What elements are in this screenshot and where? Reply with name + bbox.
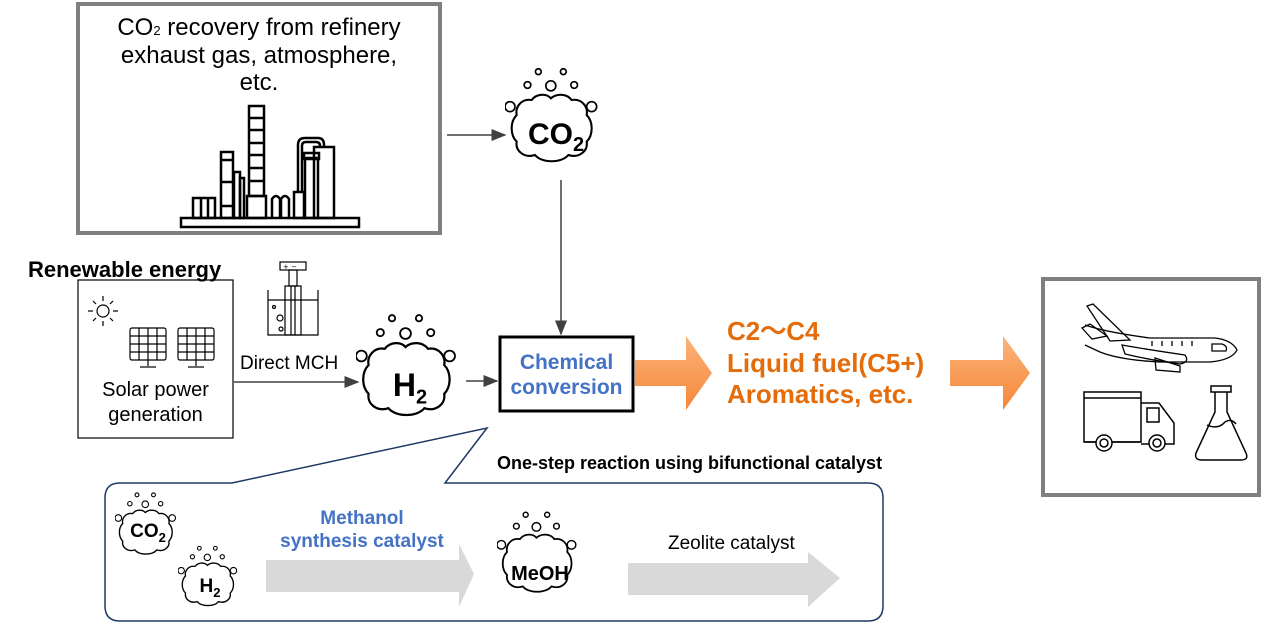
direct-mch-label: Direct MCH (240, 353, 339, 374)
sun-icon (88, 296, 118, 326)
source-title-line3: etc. (239, 69, 279, 97)
callout-h2-main: H (199, 576, 214, 597)
h2-sub: 2 (415, 386, 428, 409)
source-co: CO (117, 14, 154, 41)
products-line1: C2～C4 (727, 316, 820, 346)
solar-power-label: Solar power generation (78, 378, 233, 428)
callout-co2-label: CO2 (124, 521, 172, 546)
methanol-line1: Methanol (320, 508, 404, 529)
methanol-line2: synthesis catalyst (280, 530, 444, 552)
source-title-line2: exhaust gas, atmosphere, (120, 41, 398, 69)
products-line2: Liquid fuel(C5+) (727, 347, 925, 378)
methanol-synthesis-label: Methanol synthesis catalyst (262, 508, 462, 554)
h2-main: H (392, 367, 416, 403)
callout-h2-sub: 2 (213, 584, 221, 600)
co2-cloud-label: CO2 (520, 118, 592, 157)
conversion-line2: conversion (510, 376, 623, 400)
gray-arrow-zeolite (628, 552, 840, 607)
chemical-conversion-label: Chemical conversion (500, 350, 633, 400)
zeolite-catalyst-label: Zeolite catalyst (668, 533, 795, 554)
meoh-label: MeOH (511, 563, 569, 585)
source-co-subscript: 2 (153, 23, 161, 38)
truck-icon (1083, 391, 1175, 452)
callout-title: One-step reaction using bifunctional cat… (497, 453, 883, 473)
solar-power-box (77, 279, 234, 439)
products-line3: Aromatics, etc. (727, 379, 914, 410)
electrolyzer-icon: + − (267, 261, 319, 336)
solar-label-line1: Solar power (102, 379, 209, 401)
refinery-icon (179, 104, 361, 229)
callout-co2-sub: 2 (158, 529, 166, 545)
orange-arrow-to-products (635, 336, 712, 410)
solar-label-line2: generation (108, 404, 203, 426)
source-box-title: CO2 recovery from refinery exhaust gas, … (80, 14, 438, 97)
gray-arrow-methanol-synthesis (266, 544, 474, 607)
solar-panel-icon (129, 327, 215, 368)
products-label: C2～C4 Liquid fuel(C5+) Aromatics, etc. (727, 316, 924, 411)
airplane-icon (1080, 303, 1238, 373)
orange-arrow-to-applications (950, 336, 1030, 410)
callout-h2-label: H2 (188, 576, 232, 601)
co2-sub: 2 (572, 134, 585, 156)
flask-icon (1194, 385, 1248, 461)
h2-cloud-label: H2 (385, 367, 435, 409)
chemical-conversion-box (498, 335, 635, 413)
callout-co2-main: CO (130, 521, 159, 542)
co2-main: CO (527, 118, 573, 151)
applications-box (1041, 277, 1261, 497)
conversion-line1: Chemical (519, 351, 614, 374)
renewable-energy-heading: Renewable energy (28, 257, 222, 282)
source-title-line1-rest: recovery from refinery (160, 14, 401, 41)
svg-text:+ −: + − (283, 263, 297, 271)
